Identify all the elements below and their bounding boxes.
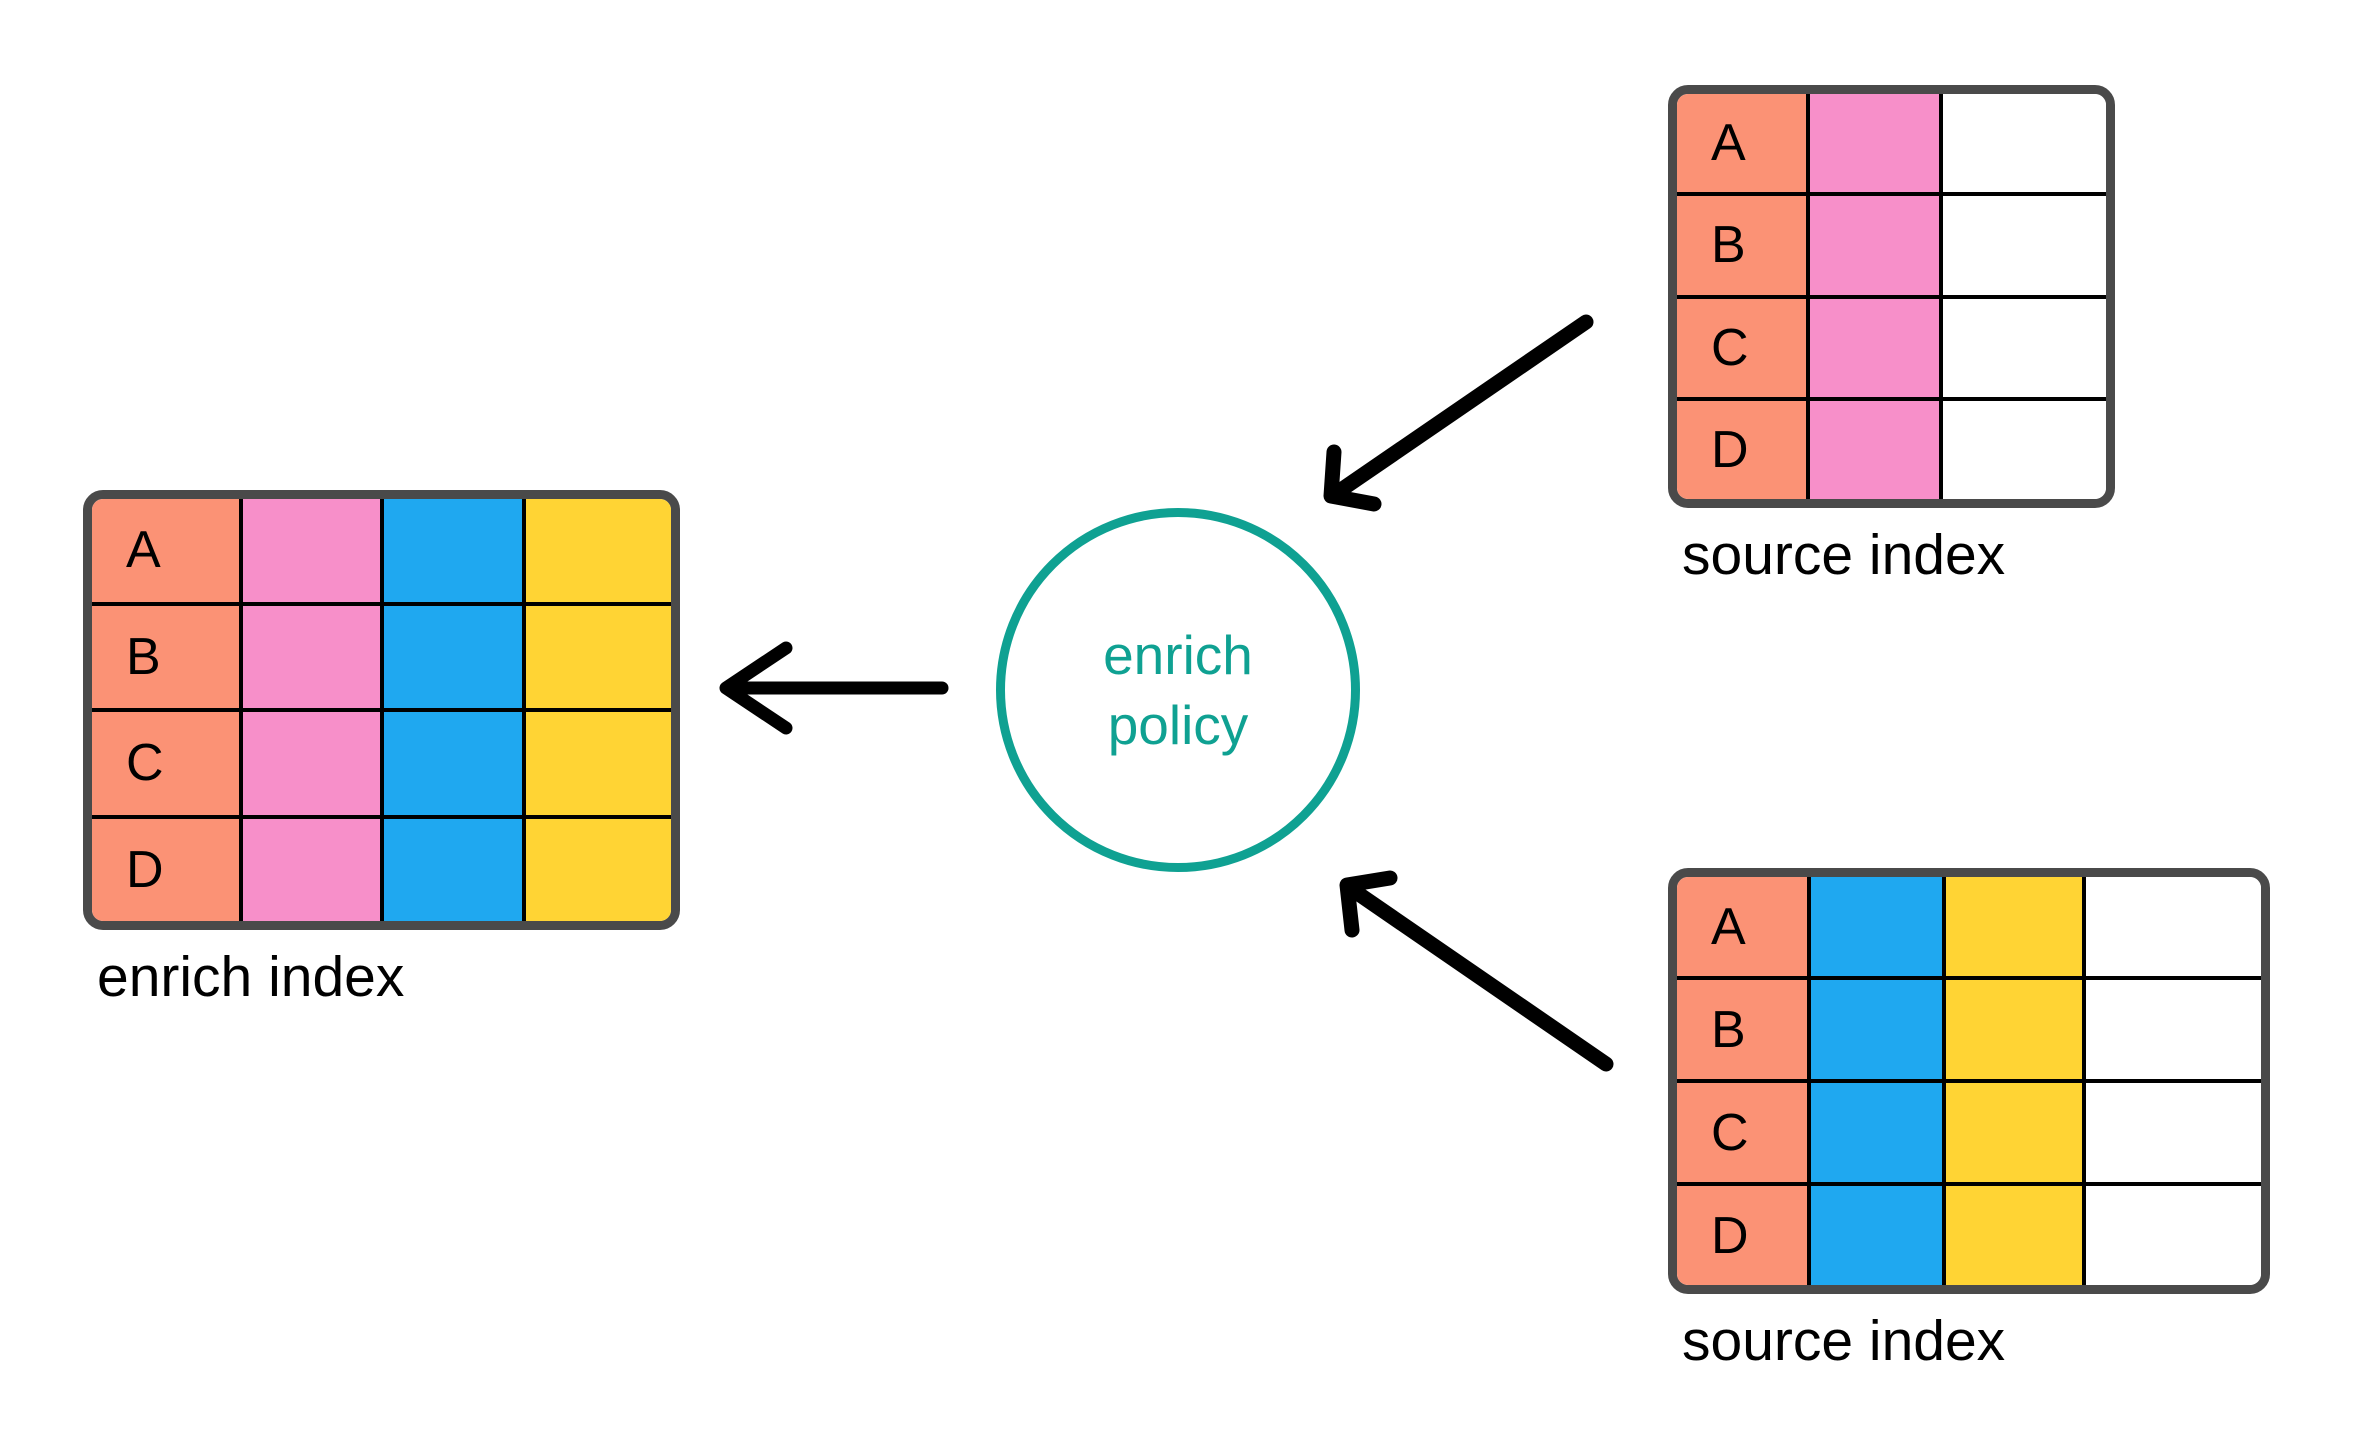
source-index-top-table: A B C D [1668,85,2115,508]
pink-field-cell [1809,94,1943,193]
blue-field-cell [1811,980,1946,1079]
table-row: D [92,818,671,921]
yellow-field-cell [1945,1083,2086,1182]
empty-field-cell [2085,877,2261,976]
table-row: B [1677,196,2106,299]
blue-field-cell [1811,1186,1946,1285]
pink-field-cell [1809,196,1943,295]
yellow-field-cell [1945,980,2086,1079]
empty-field-cell [2085,980,2261,1079]
key-cell: A [1677,877,1812,976]
empty-field-cell [1942,400,2106,499]
arrow-source-top-to-policy [1323,314,1594,512]
arrow-source-bottom-to-policy [1339,870,1614,1072]
yellow-field-cell [526,818,671,921]
key-cell: C [1677,298,1810,397]
blue-field-cell [384,818,527,921]
table-row: A [92,499,671,606]
source-index-top-group: A B C D source index [1668,85,2115,587]
key-cell: A [92,499,243,602]
policy-label-line1: enrich [1103,623,1253,686]
arrow-policy-to-enrich-index [719,641,949,735]
key-cell: B [1677,980,1812,1079]
enrich-index-group: A B C D [83,490,680,1009]
yellow-field-cell [526,605,671,708]
enrich-policy-node[interactable]: enrich policy [996,508,1360,872]
empty-field-cell [1942,196,2106,295]
key-cell: A [1677,94,1810,193]
blue-field-cell [384,605,527,708]
enrich-index-caption: enrich index [97,945,405,1009]
pink-field-cell [1809,400,1943,499]
table-row: A [1677,877,2261,980]
empty-field-cell [1942,298,2106,397]
blue-field-cell [1811,877,1946,976]
blue-field-cell [384,712,527,815]
empty-field-cell [1942,94,2106,193]
blue-field-cell [384,499,527,602]
key-cell: D [1677,400,1810,499]
table-row: C [92,712,671,819]
yellow-field-cell [1945,877,2086,976]
key-cell: D [1677,1186,1812,1285]
yellow-field-cell [526,712,671,815]
yellow-field-cell [1945,1186,2086,1285]
pink-field-cell [1809,298,1943,397]
pink-field-cell [242,499,385,602]
source-index-bottom-table: A B C D [1668,868,2270,1294]
table-row: D [1677,400,2106,499]
table-row: A [1677,94,2106,197]
table-row: B [92,605,671,712]
table-row: B [1677,980,2261,1083]
table-row: D [1677,1186,2261,1285]
pink-field-cell [242,605,385,708]
pink-field-cell [242,818,385,921]
source-index-bottom-group: A B C D [1668,868,2270,1373]
key-cell: B [92,605,243,708]
blue-field-cell [1811,1083,1946,1182]
source-index-top-caption: source index [1682,523,2006,587]
enrich-index-table: A B C D [83,490,680,930]
key-cell: B [1677,196,1810,295]
yellow-field-cell [526,499,671,602]
table-row: C [1677,298,2106,401]
policy-label-line2: policy [1107,694,1249,756]
key-cell: D [92,818,243,921]
empty-field-cell [2085,1083,2261,1182]
key-cell: C [1677,1083,1812,1182]
pink-field-cell [242,712,385,815]
key-cell: C [92,712,243,815]
empty-field-cell [2085,1186,2261,1285]
table-row: C [1677,1083,2261,1186]
source-index-bottom-caption: source index [1682,1309,2006,1373]
